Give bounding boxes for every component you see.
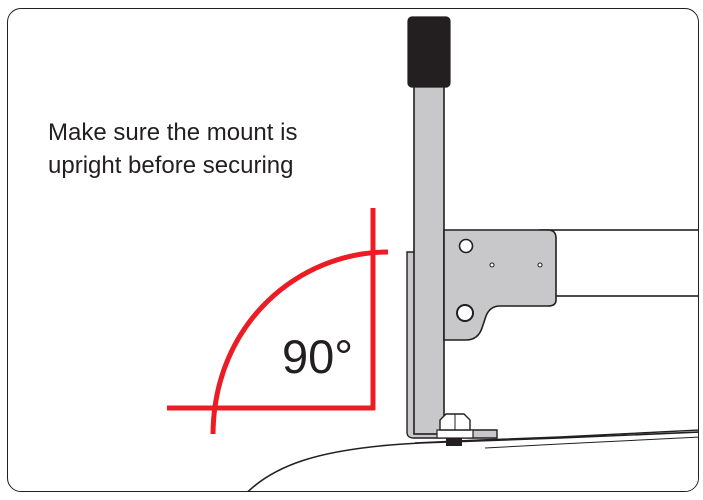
mount-washer [436,429,474,439]
instruction-line-1: Make sure the mount is [48,119,298,146]
right-angle-marker [167,208,389,435]
deck-lower-edge [484,436,698,449]
bracket-hole-pivot [456,304,474,322]
bracket-hole-small [537,262,543,268]
mount-post [413,83,445,435]
angle-label: 90° [282,330,354,383]
handle-grip [407,16,451,88]
bracket-hole-small [489,262,495,268]
bolt-shank [446,438,462,446]
deck-surface [238,431,698,491]
instruction-line-2: upright before securing [48,152,294,179]
mount-rail [539,229,698,297]
bracket-hole-large [458,238,474,254]
instruction-text: Make sure the mount is upright before se… [48,116,378,182]
